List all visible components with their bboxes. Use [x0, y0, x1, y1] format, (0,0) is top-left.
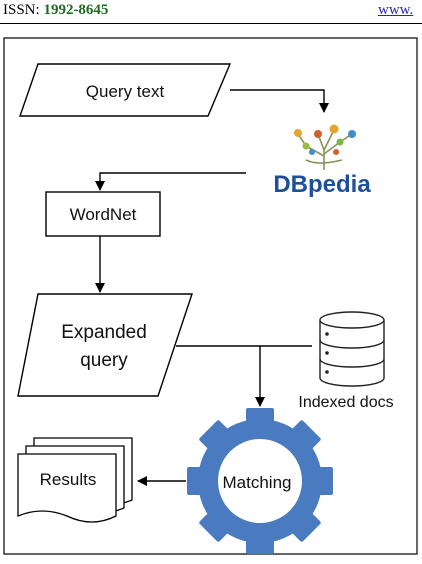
query-text-node: Query text — [19, 63, 232, 117]
results-node — [17, 437, 133, 523]
arrow-dbpedia-to-wordnet — [95, 172, 246, 191]
query-text-label: Query text — [86, 82, 165, 101]
matching-label: Matching — [223, 473, 292, 492]
issn-label: ISSN: — [3, 2, 40, 18]
page-header: ISSN: 1992-8645 www. — [0, 0, 422, 22]
matching-gear-icon: Matching — [187, 408, 333, 554]
database-icon — [319, 311, 385, 387]
wordnet-label: WordNet — [70, 205, 137, 224]
wordnet-node: WordNet — [45, 191, 161, 237]
dbpedia-logo: DBpedia — [273, 124, 371, 198]
expanded-query-label-line2: query — [80, 350, 128, 371]
indexed-docs-label: Indexed docs — [298, 394, 393, 411]
expanded-query-label-line1: Expanded — [61, 322, 147, 343]
header-rule — [0, 23, 422, 24]
website-link[interactable]: www. — [378, 2, 414, 18]
arrow-query-to-dbpedia — [230, 89, 329, 113]
dbpedia-logo-text: DBpedia — [273, 171, 371, 198]
results-label: Results — [40, 470, 97, 489]
expanded-query-node: Expanded query — [17, 293, 193, 397]
issn: ISSN: 1992-8645 — [3, 2, 108, 19]
issn-number: 1992-8645 — [43, 2, 109, 18]
